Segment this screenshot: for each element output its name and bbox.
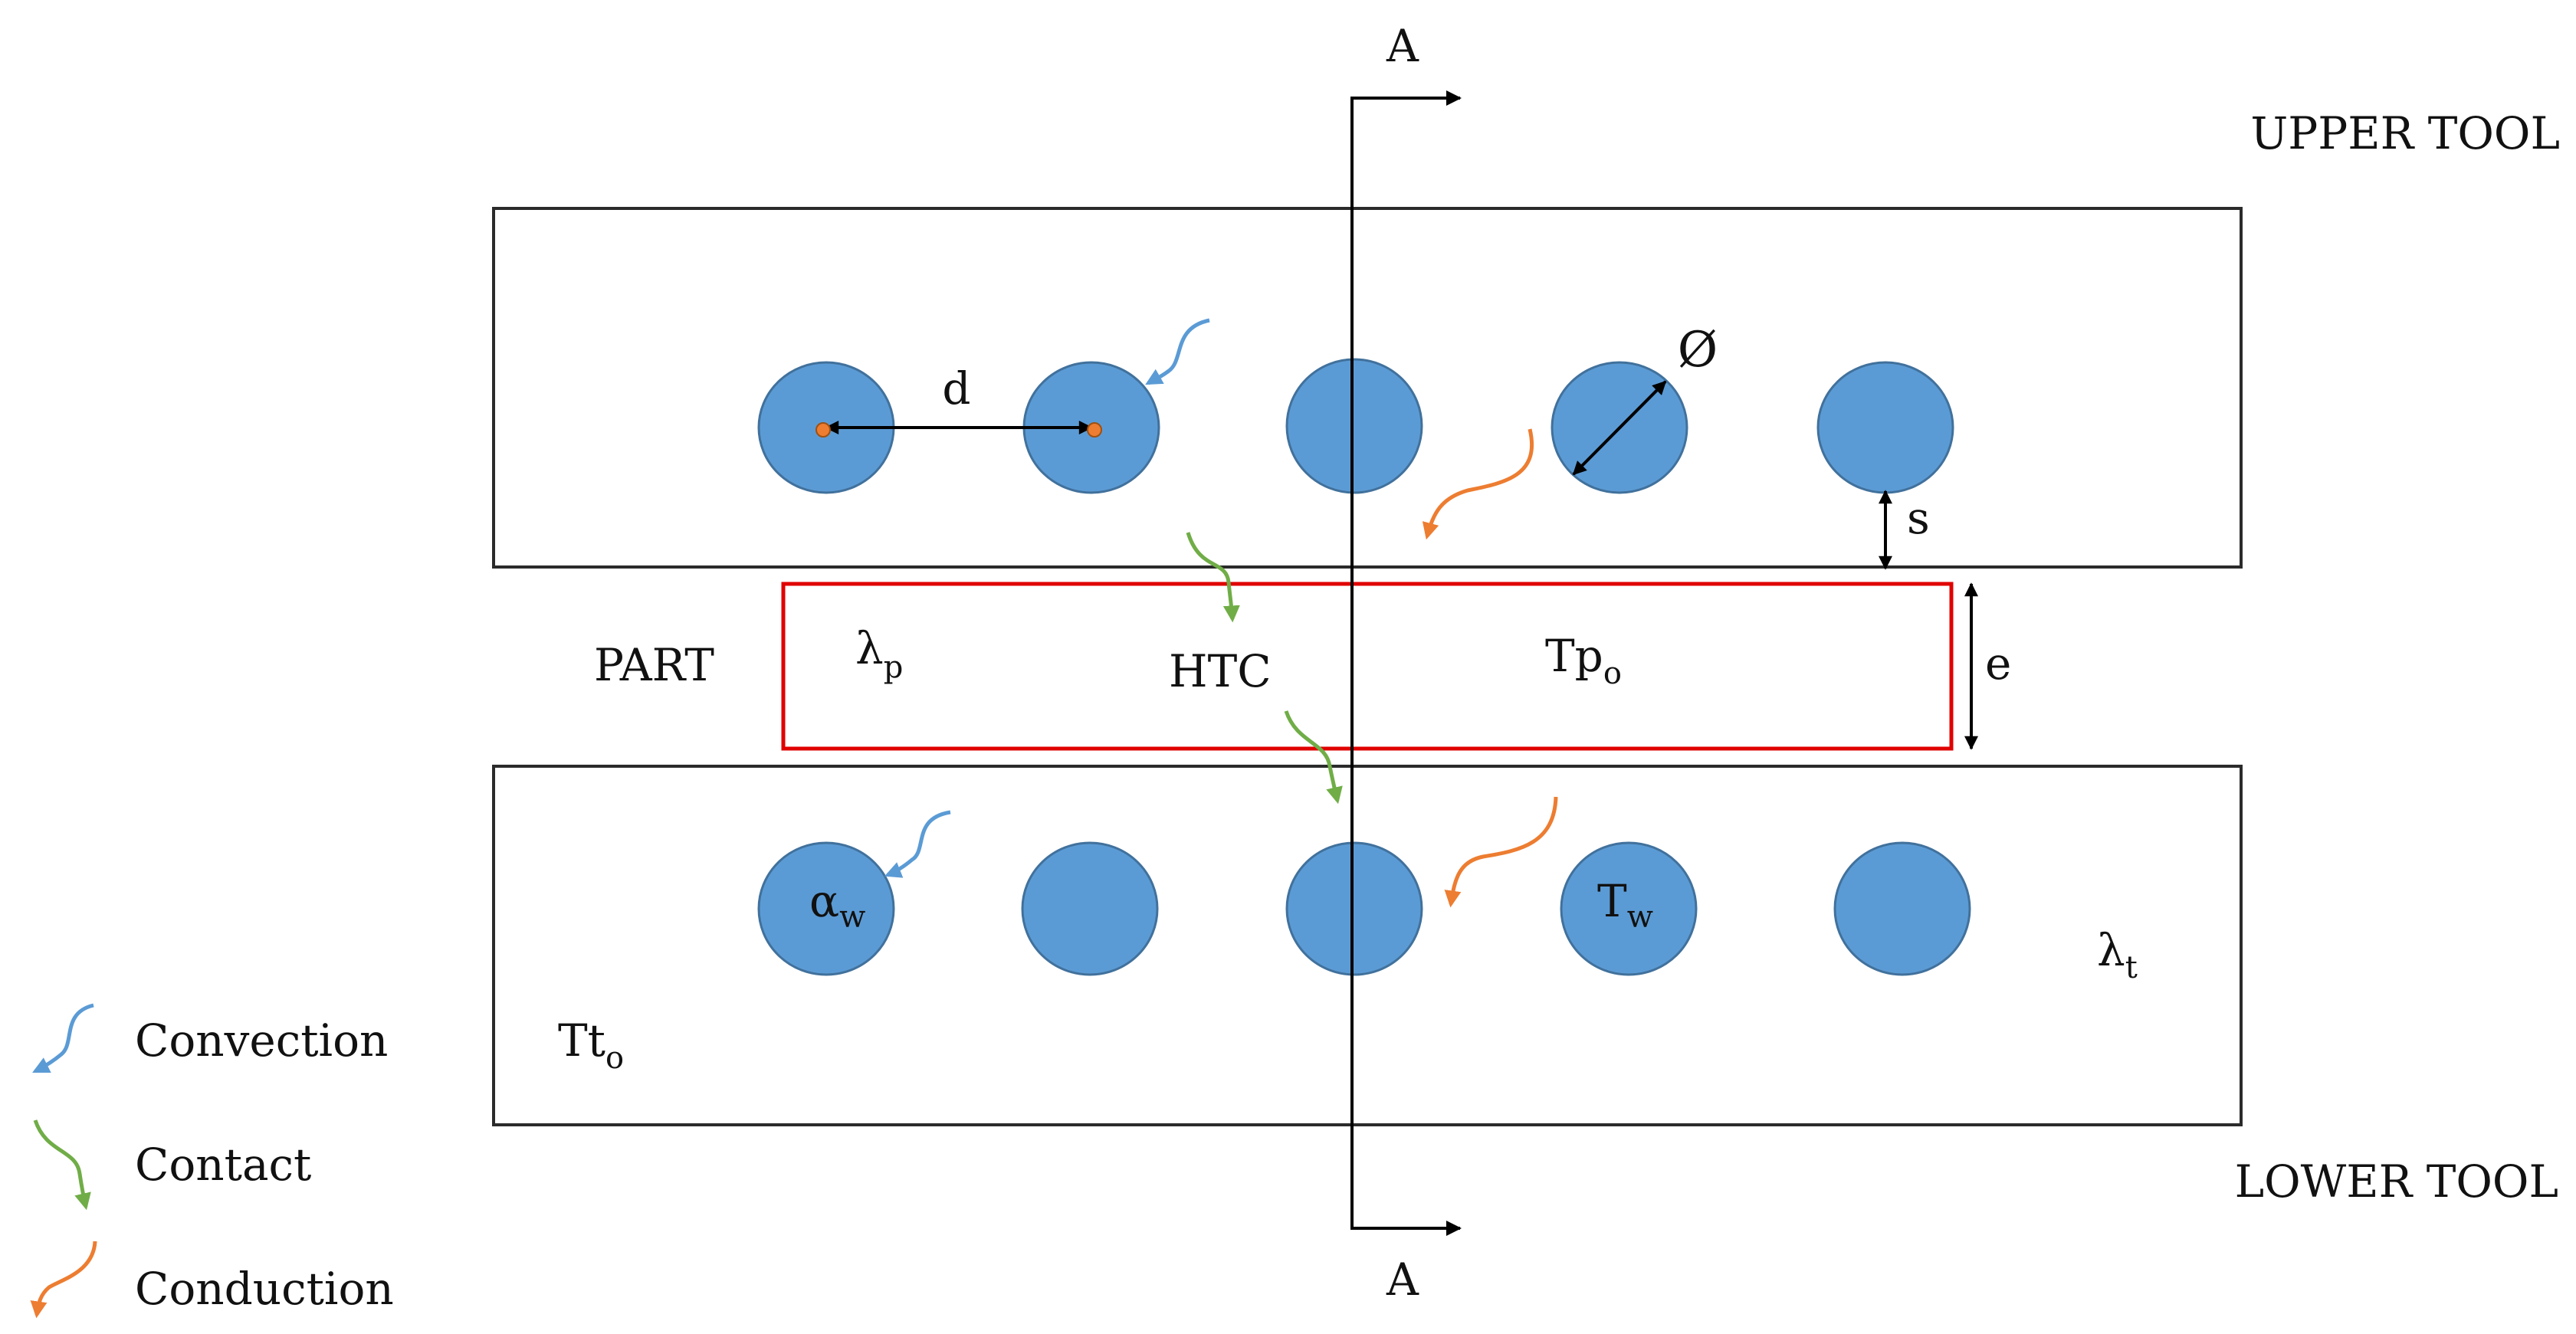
diameter-dimension-line xyxy=(1572,380,1667,476)
section-label-bottom: A xyxy=(1386,1254,1419,1306)
section-label-top: A xyxy=(1386,20,1419,72)
part-label: PART xyxy=(594,639,714,691)
tool-conductivity-label: λt xyxy=(2097,924,2138,985)
upper-tool-label: UPPER TOOL xyxy=(2250,107,2560,159)
legend-contact-label: Contact xyxy=(135,1139,311,1191)
upper-channel-5 xyxy=(1816,361,1954,494)
upper-channel-3 xyxy=(1285,358,1423,494)
thickness-label: e xyxy=(1985,638,2011,690)
legend: Convection Contact Conduction xyxy=(30,1003,394,1319)
lower-tool-body xyxy=(492,765,2243,1126)
tool-initial-temp-label: Tto xyxy=(558,1014,624,1076)
part-conductivity-label: λp xyxy=(855,622,903,685)
channel-center-point xyxy=(1087,422,1102,438)
lower-channel-4 xyxy=(1560,841,1698,976)
lower-channel-3 xyxy=(1285,841,1423,976)
pitch-label: d xyxy=(942,362,970,415)
legend-conduction-label: Conduction xyxy=(135,1263,394,1315)
spacing-label: s xyxy=(1907,492,1930,544)
contact-arrow-lower xyxy=(1284,710,1343,805)
conduction-arrow-lower xyxy=(1444,796,1558,908)
convection-arrow-upper xyxy=(1145,318,1210,385)
legend-conduction-icon xyxy=(30,1241,97,1319)
legend-convection-icon xyxy=(32,1003,94,1073)
channel-center-point xyxy=(815,422,831,438)
lower-channel-2 xyxy=(1021,841,1159,976)
contact-arrow-upper xyxy=(1186,532,1240,623)
upper-tool-body xyxy=(492,207,2243,569)
convection-arrow-lower xyxy=(884,810,951,878)
legend-contact-icon xyxy=(33,1119,91,1211)
part-body xyxy=(781,582,1954,751)
htc-label: HTC xyxy=(1169,645,1272,697)
lower-tool-label: LOWER TOOL xyxy=(2235,1155,2558,1208)
lower-channel-5 xyxy=(1833,841,1971,976)
water-temp-label: Tw xyxy=(1597,875,1653,935)
part-initial-temp-label: Tpo xyxy=(1545,630,1622,691)
diameter-label: Ø xyxy=(1678,322,1718,379)
lower-channel-1 xyxy=(757,841,895,976)
water-htc-label: αw xyxy=(809,875,865,935)
conduction-arrow-upper xyxy=(1422,428,1534,540)
legend-convection-label: Convection xyxy=(135,1014,388,1067)
